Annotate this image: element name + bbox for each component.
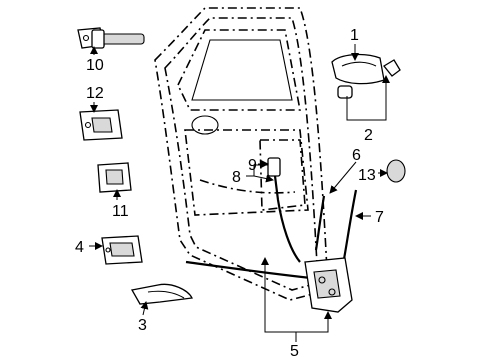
lock-cylinder-part (337, 59, 401, 99)
latch-bracket-part (101, 235, 143, 265)
callout-7: 7 (375, 209, 384, 226)
door-frame-outline (154, 7, 329, 301)
callout-8: 8 (232, 169, 241, 186)
callout-4: 4 (75, 239, 84, 256)
callout-2: 2 (364, 127, 373, 144)
rod-clip-part (267, 157, 281, 177)
callout-11: 11 (112, 203, 129, 220)
callout-6: 6 (352, 147, 361, 164)
door-latch-assembly-part (304, 257, 353, 313)
lock-knob-part (386, 159, 406, 183)
outside-handle-part (331, 53, 385, 85)
callout-1: 1 (350, 27, 359, 44)
callout-9: 9 (248, 157, 257, 174)
callout-3: 3 (138, 317, 147, 334)
leader-lines (89, 44, 390, 342)
callout-10: 10 (86, 57, 104, 74)
callout-13: 13 (358, 167, 376, 184)
door-check-part (77, 27, 145, 49)
retainer-clip-part (97, 162, 132, 193)
inside-handle-part (130, 283, 193, 305)
callout-5: 5 (290, 343, 299, 360)
callout-12: 12 (86, 85, 104, 102)
striker-plate-part (79, 109, 123, 141)
callout-labels: 10 12 11 4 3 1 2 9 8 6 13 7 5 (75, 27, 384, 360)
